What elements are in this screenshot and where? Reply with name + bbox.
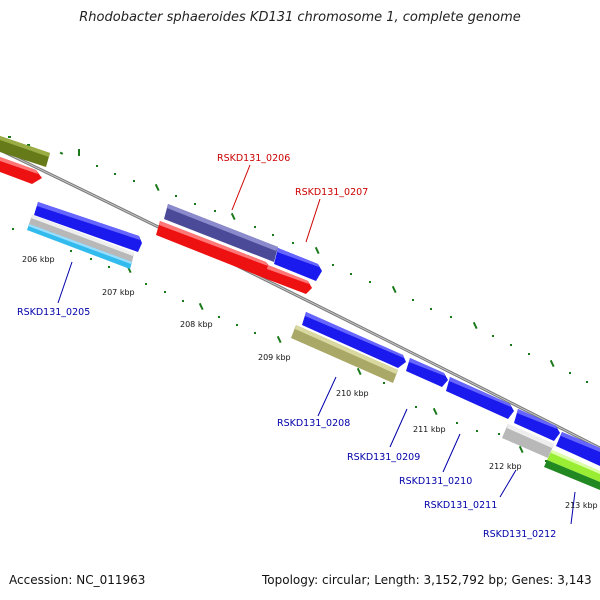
- inner-tick-row: [12, 227, 599, 488]
- gene-label-rskd131-0208: RSKD131_0208: [277, 418, 350, 429]
- gene-rskd131-0208-blue[interactable]: [302, 312, 406, 368]
- label-leader-lines: [57, 164, 576, 525]
- gene-rskd131-0207-blue[interactable]: [274, 248, 322, 281]
- kbp-labels: 206 kbp 207 kbp 208 kbp 209 kbp 210 kbp …: [22, 255, 598, 510]
- kbp-label-212: 212 kbp: [489, 462, 522, 471]
- gene-red-topleft[interactable]: [0, 157, 42, 184]
- gene-label-rskd131-0206: RSKD131_0206: [217, 153, 290, 164]
- gene-rskd131-0212-lime[interactable]: [547, 450, 600, 482]
- accession-text: Accession: NC_011963: [9, 573, 146, 587]
- gene-label-rskd131-0207: RSKD131_0207: [295, 187, 368, 198]
- gene-features: [0, 136, 600, 490]
- gene-rskd131-0211-grey[interactable]: [502, 424, 554, 458]
- kbp-label-211: 211 kbp: [413, 425, 446, 434]
- gene-rskd131-0209-blue[interactable]: [406, 358, 448, 387]
- gene-rskd131-0210-blue[interactable]: [446, 377, 514, 419]
- kbp-label-213: 213 kbp: [565, 501, 598, 510]
- kbp-label-207: 207 kbp: [102, 288, 135, 297]
- gene-rskd131-0205-blue[interactable]: [34, 202, 142, 252]
- gene-label-rskd131-0212: RSKD131_0212: [483, 529, 556, 540]
- outer-tick-row: [8, 136, 588, 383]
- gene-label-rskd131-0210: RSKD131_0210: [399, 476, 472, 487]
- chromosome-backbone: [0, 148, 600, 450]
- gene-label-rskd131-0209: RSKD131_0209: [347, 452, 420, 463]
- gene-labels: RSKD131_0206 RSKD131_0207 RSKD131_0205 R…: [17, 153, 556, 540]
- kbp-label-209: 209 kbp: [258, 353, 291, 362]
- gene-cyan-strip[interactable]: [27, 224, 132, 269]
- gene-grey-strip[interactable]: [29, 215, 134, 262]
- gene-rskd131-0212-green[interactable]: [544, 460, 600, 490]
- gene-olive-topleft[interactable]: [0, 136, 50, 167]
- gene-rskd131-0208-olive[interactable]: [291, 325, 398, 383]
- gene-label-rskd131-0205: RSKD131_0205: [17, 307, 90, 318]
- kbp-label-210: 210 kbp: [336, 389, 369, 398]
- gene-label-rskd131-0211: RSKD131_0211: [424, 500, 497, 511]
- gene-rskd131-0207-red[interactable]: [264, 265, 312, 294]
- page-title: Rhodobacter sphaeroides KD131 chromosome…: [79, 10, 521, 25]
- gene-rskd131-0206-purple[interactable]: [164, 204, 278, 262]
- genome-summary-text: Topology: circular; Length: 3,152,792 bp…: [262, 573, 592, 587]
- kbp-label-206: 206 kbp: [22, 255, 55, 264]
- kbp-label-208: 208 kbp: [180, 320, 213, 329]
- gene-rskd131-0206-red[interactable]: [156, 221, 272, 278]
- gene-rskd131-0212-blue[interactable]: [556, 432, 600, 466]
- gene-rskd131-0211-blue[interactable]: [514, 409, 560, 441]
